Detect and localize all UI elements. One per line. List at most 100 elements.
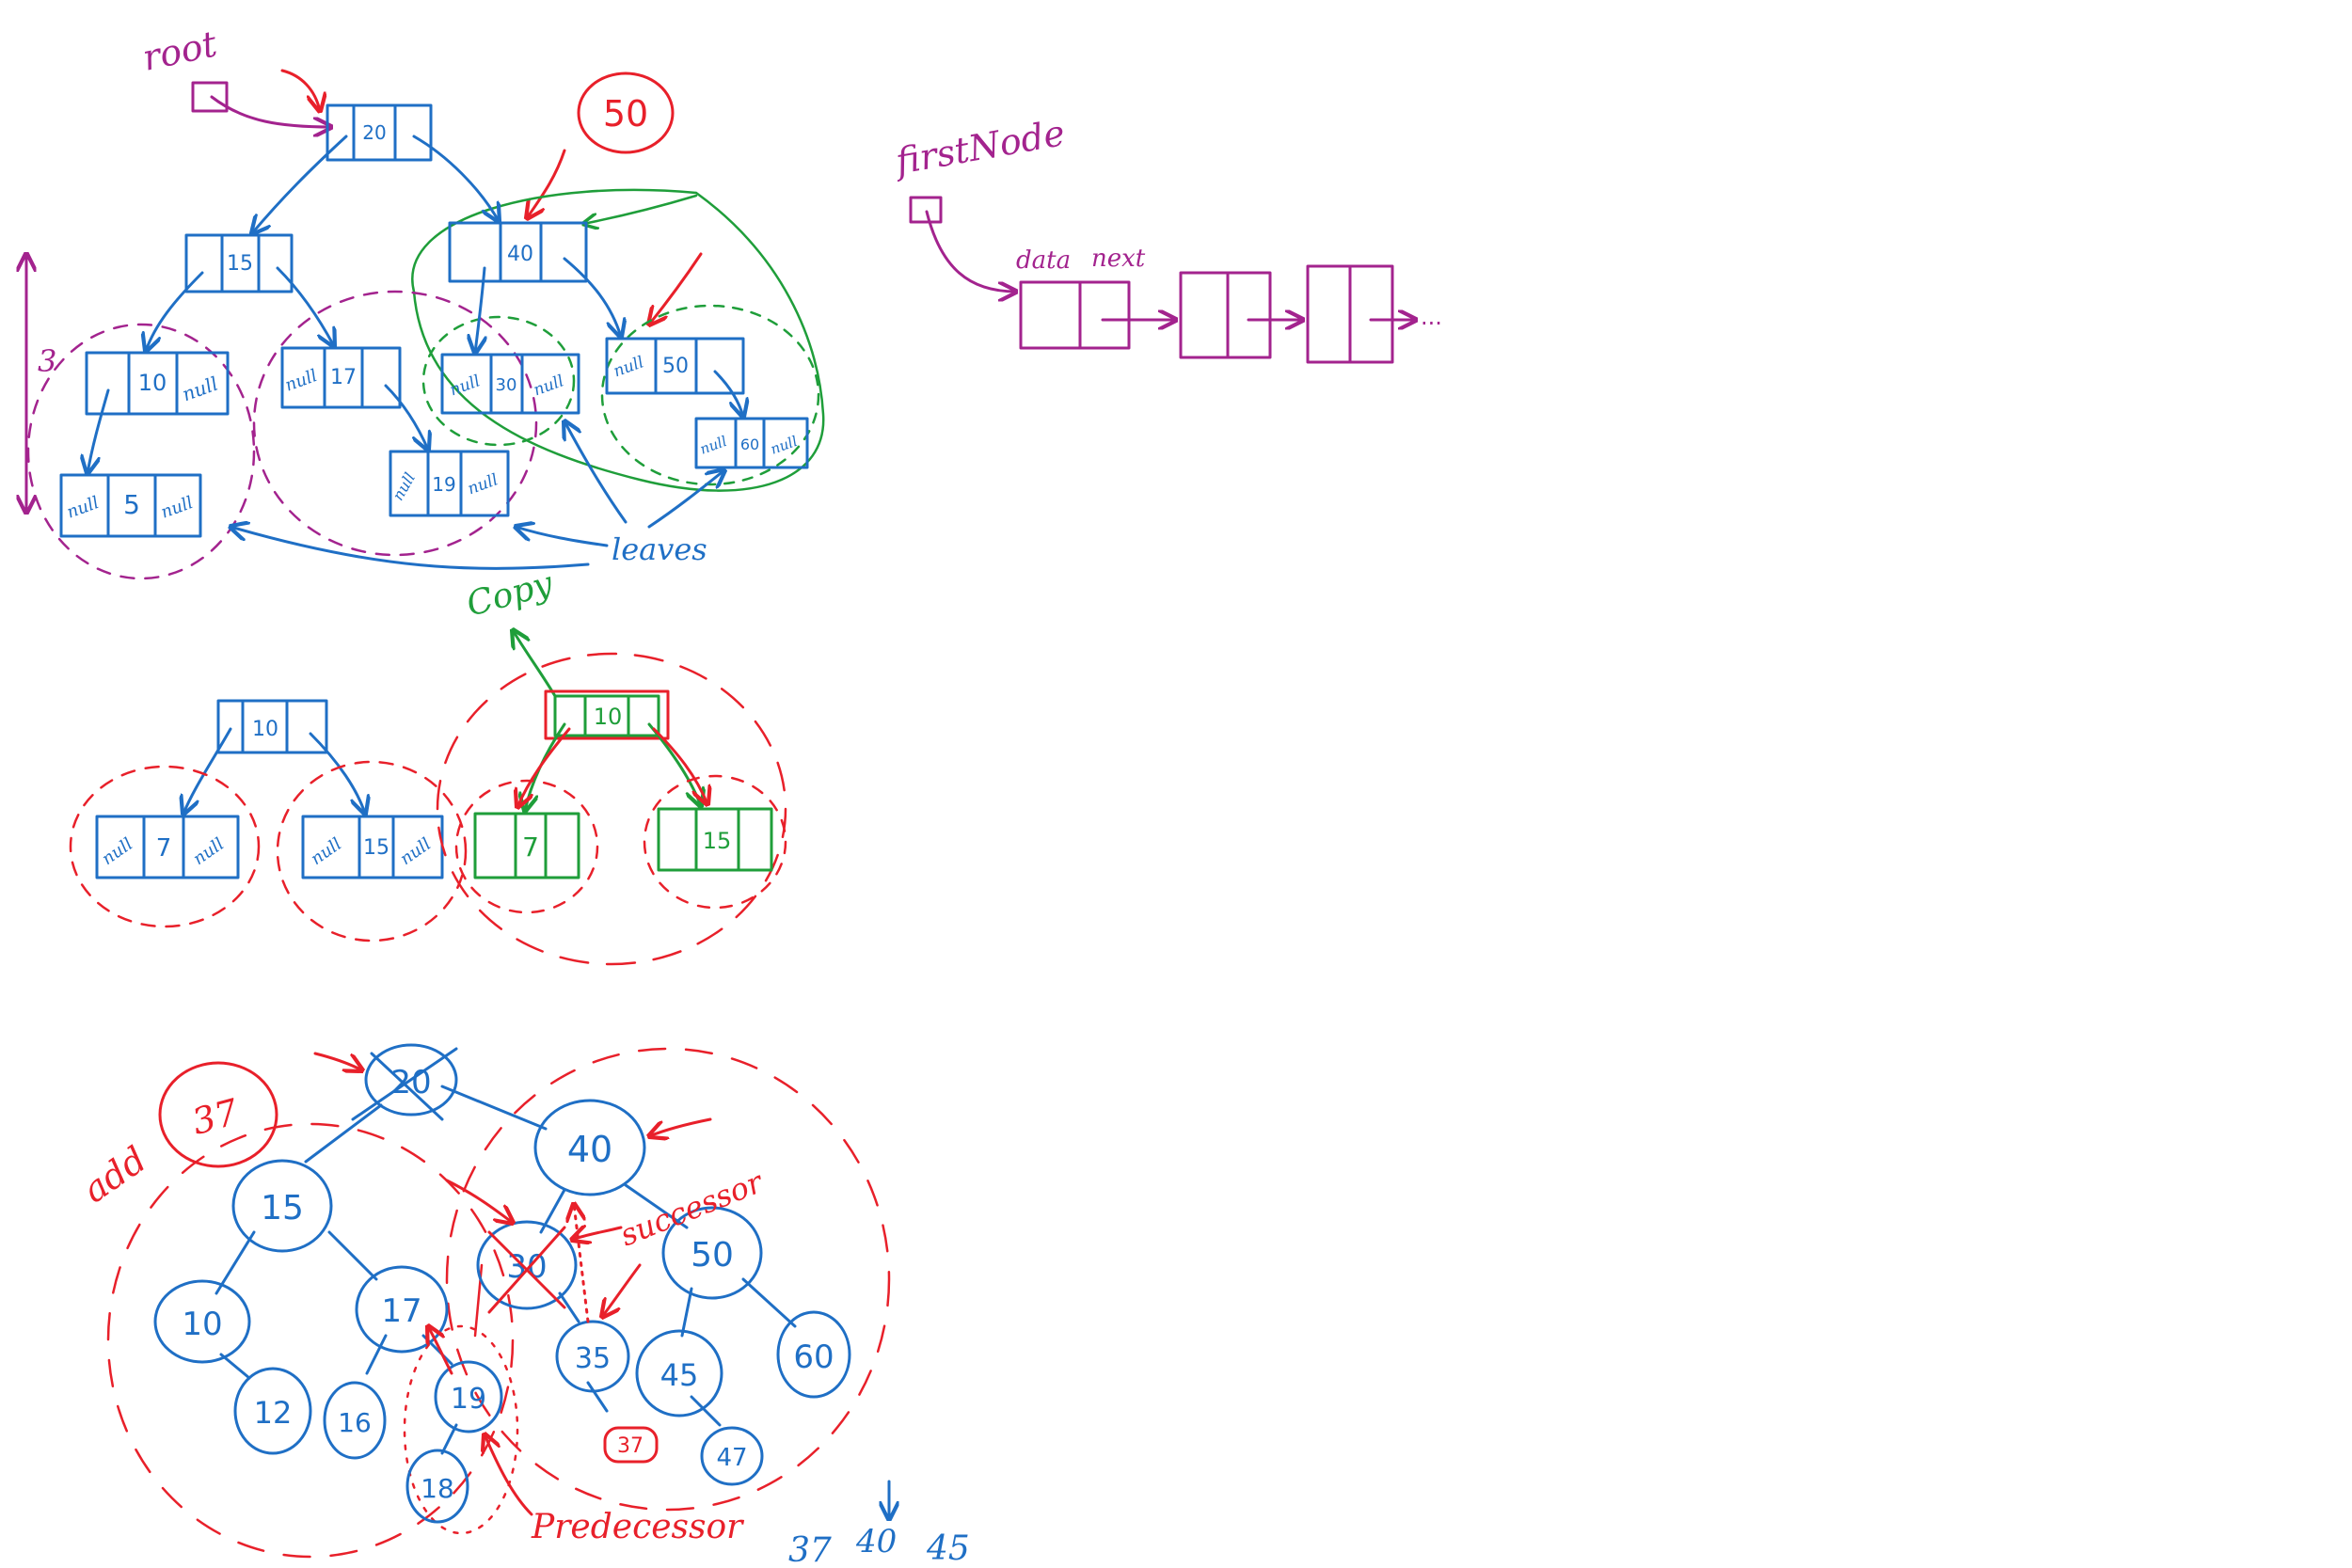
bst-node-20 xyxy=(364,1043,458,1117)
red-region-orig-7 xyxy=(69,765,261,928)
node-5-null-right: null xyxy=(158,493,196,523)
copy-node-15-value: 15 xyxy=(703,828,732,854)
sequence-item-1: 37 xyxy=(788,1531,832,1568)
bst-node-50-value: 50 xyxy=(691,1236,734,1275)
purple-region-17 xyxy=(252,290,538,557)
bst-node-10 xyxy=(153,1279,251,1364)
sequence-item-2: 40 xyxy=(855,1523,897,1560)
bst-edge-50-45 xyxy=(680,1287,693,1338)
bst-edge-17-16 xyxy=(365,1334,388,1375)
copy-edge-left-red xyxy=(517,727,571,807)
list-node-1 xyxy=(1019,280,1131,350)
red-arrow-to-35 xyxy=(602,1263,642,1317)
added-value: 37 xyxy=(188,1091,244,1143)
red-region-right-subtree xyxy=(445,1047,891,1512)
orig-node-15-null-right: null xyxy=(397,834,436,869)
red-arrow-to-20 xyxy=(313,1052,362,1070)
node-30 xyxy=(440,353,580,415)
green-dotted-30 xyxy=(421,315,576,447)
node-20-value: 20 xyxy=(362,121,386,144)
node-17 xyxy=(280,346,402,409)
bst-node-18-value: 18 xyxy=(421,1473,454,1504)
node-5-null-left: null xyxy=(64,493,102,523)
list-ellipsis: ... xyxy=(1421,304,1442,330)
red-region-orig-15 xyxy=(276,760,468,942)
orig-edge-left xyxy=(183,727,232,814)
bst-section: add 37 20 40 15 30 xyxy=(75,1043,970,1568)
bst-node-16 xyxy=(323,1381,387,1460)
bst-node-60 xyxy=(776,1310,851,1399)
node-40-value: 40 xyxy=(507,243,533,266)
node-5 xyxy=(59,473,202,538)
bst-node-50 xyxy=(661,1206,763,1300)
edge-40-30 xyxy=(475,266,485,353)
bst-node-35-value: 35 xyxy=(575,1342,611,1375)
root-pointer-arrow xyxy=(210,95,331,127)
bst-node-30 xyxy=(476,1220,578,1310)
copy-node-15 xyxy=(657,807,773,872)
add-label: add xyxy=(75,1138,154,1211)
bst-edge-20-40 xyxy=(440,1085,548,1131)
green-dotted-50 xyxy=(600,304,820,486)
bst-node-15-value: 15 xyxy=(261,1189,304,1227)
node-50 xyxy=(605,337,745,395)
leaves-arrow-60 xyxy=(647,470,724,529)
node-19-null-left: null xyxy=(389,469,419,503)
node-50-null: null xyxy=(611,353,646,381)
node-15-value: 15 xyxy=(227,252,253,276)
edge-40-50 xyxy=(563,257,621,337)
bst-node-60-value: 60 xyxy=(793,1338,834,1376)
data-label: data xyxy=(1016,246,1071,275)
bst-node-47-value: 47 xyxy=(716,1444,747,1472)
target-circle xyxy=(577,71,675,154)
predecessor-arrow xyxy=(485,1434,533,1516)
red-arrow-to-30 xyxy=(445,1179,513,1223)
bst-node-37 xyxy=(603,1426,659,1464)
red-region-copy xyxy=(436,652,787,966)
bst-node-40 xyxy=(533,1099,646,1196)
copy-node-7-value: 7 xyxy=(522,832,539,863)
node-60-null-right: null xyxy=(769,433,801,458)
orig-node-7-value: 7 xyxy=(156,834,172,863)
bst-node-19-value: 19 xyxy=(451,1383,486,1416)
bst-node-20-cross-2 xyxy=(370,1052,444,1121)
node-20 xyxy=(326,103,433,162)
bst-node-45-value: 45 xyxy=(660,1357,699,1393)
node-30-value: 30 xyxy=(496,375,517,395)
bst-edge-30-35 xyxy=(558,1291,580,1323)
node-60-null-left: null xyxy=(698,433,730,458)
bst-node-10-value: 10 xyxy=(182,1306,222,1343)
bst-node-30-cross-2 xyxy=(487,1230,566,1309)
node-17-null: null xyxy=(282,366,320,396)
first-node-arrow xyxy=(925,210,1016,292)
leaves-arrow-5 xyxy=(230,527,590,570)
orig-node-15-null-left: null xyxy=(308,834,346,869)
node-60 xyxy=(694,417,809,469)
leaves-label: leaves xyxy=(612,531,707,567)
copy-edge-right-red xyxy=(652,727,707,804)
bst-edge-35-37 xyxy=(586,1381,609,1413)
bst-edge-20-15 xyxy=(304,1103,383,1164)
edge-15-10 xyxy=(146,271,204,351)
edge-50-60 xyxy=(713,370,743,417)
node-50-value: 50 xyxy=(662,355,689,378)
node-17-value: 17 xyxy=(330,366,357,389)
bst-edge-19-18 xyxy=(440,1423,458,1455)
successor-dotted xyxy=(574,1204,590,1323)
bst-node-45 xyxy=(635,1329,723,1418)
orig-node-7 xyxy=(95,815,240,879)
red-arrow-to-40 xyxy=(527,149,566,218)
root-label: root xyxy=(139,23,221,79)
red-region-19 xyxy=(403,1324,519,1535)
copy-label: Copy xyxy=(463,564,558,625)
copy-node-10-frame xyxy=(544,689,670,740)
red-arrow-to-50 xyxy=(649,252,703,325)
bst-edge-15-10 xyxy=(215,1230,256,1295)
red-region-copy-7 xyxy=(454,779,599,914)
node-40 xyxy=(448,221,588,283)
bst-node-12-value: 12 xyxy=(254,1395,293,1431)
top-tree: root 3 50 20 15 40 xyxy=(26,23,825,580)
red-region-copy-15 xyxy=(643,774,787,910)
node-10-value: 10 xyxy=(138,370,167,396)
node-19-value: 19 xyxy=(432,473,455,496)
